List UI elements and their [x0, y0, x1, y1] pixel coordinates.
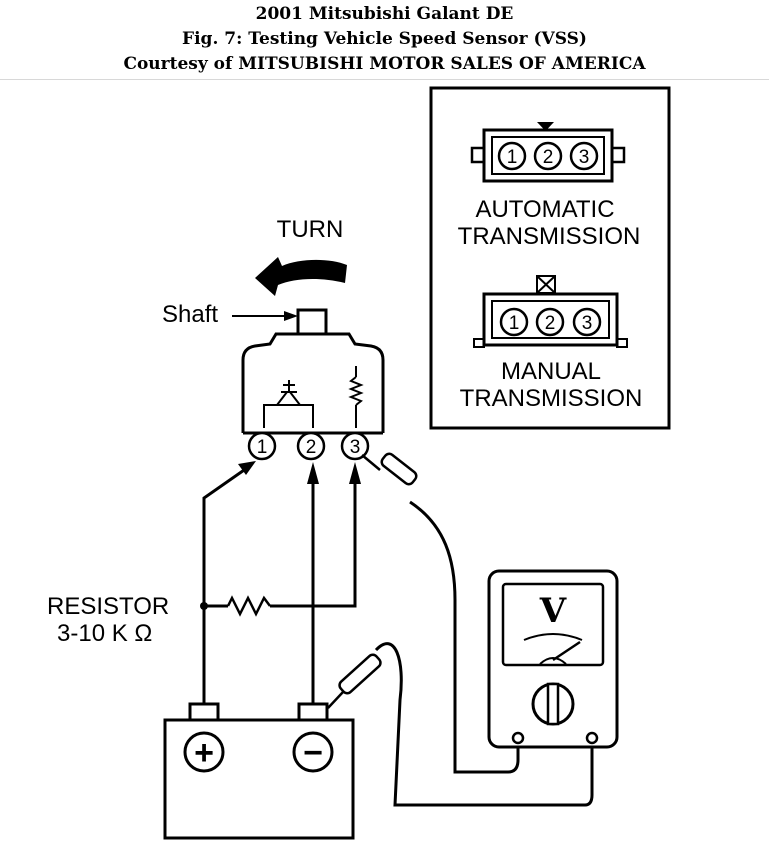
resistor-label-line1: RESISTOR [47, 593, 169, 620]
wiring [202, 466, 594, 807]
header-courtesy: Courtesy of MITSUBISHI MOTOR SALES OF AM… [123, 54, 646, 74]
sensor-terminals: 1 2 3 [247, 431, 370, 461]
battery: + − [163, 702, 355, 840]
voltmeter-terminal-right [585, 731, 599, 745]
battery-negative-terminal [292, 731, 334, 773]
header-vehicle: 2001 Mitsubishi Galant DE [255, 4, 514, 24]
auto-pin-1: 1 [507, 147, 518, 168]
connector-inset: 1 2 3 AUTOMATIC TRANSMISSION 1 2 3 MANUA… [429, 86, 671, 430]
shaft-label: Shaft [162, 301, 218, 328]
figure-header: 2001 Mitsubishi Galant DE Fig. 7: Testin… [0, 0, 769, 80]
battery-negative-symbol: − [303, 734, 323, 772]
manual-label-line1: MANUAL [501, 358, 601, 385]
manual-connector: 1 2 3 [473, 275, 628, 348]
battery-positive-terminal [183, 731, 225, 773]
automatic-label-line2: TRANSMISSION [458, 223, 641, 250]
turn-arrow [255, 257, 347, 296]
voltmeter-face-symbol: V [539, 591, 567, 631]
turn-label: TURN [277, 216, 344, 243]
terminal-3-label: 3 [350, 437, 361, 458]
speed-sensor [241, 308, 385, 435]
resistor-label-line2: 3-10 K Ω [57, 620, 152, 647]
auto-pin-3: 3 [579, 147, 590, 168]
probe-battery-negative [327, 653, 382, 709]
header-figure-title: Fig. 7: Testing Vehicle Speed Sensor (VS… [182, 29, 587, 49]
manual-pin-1: 1 [509, 313, 520, 334]
automatic-connector: 1 2 3 [470, 122, 626, 183]
terminal-2-label: 2 [306, 437, 317, 458]
automatic-label-line1: AUTOMATIC [475, 196, 614, 223]
voltmeter: V [487, 569, 619, 749]
resistor-junction [200, 602, 208, 610]
probe-terminal-3 [361, 452, 418, 486]
manual-label-line2: TRANSMISSION [460, 385, 643, 412]
terminal-1-label: 1 [257, 437, 268, 458]
manual-pin-3: 3 [582, 313, 593, 334]
auto-pin-2: 2 [543, 147, 554, 168]
manual-pin-2: 2 [545, 313, 556, 334]
battery-positive-symbol: + [194, 734, 214, 772]
voltmeter-terminal-left [511, 731, 525, 745]
